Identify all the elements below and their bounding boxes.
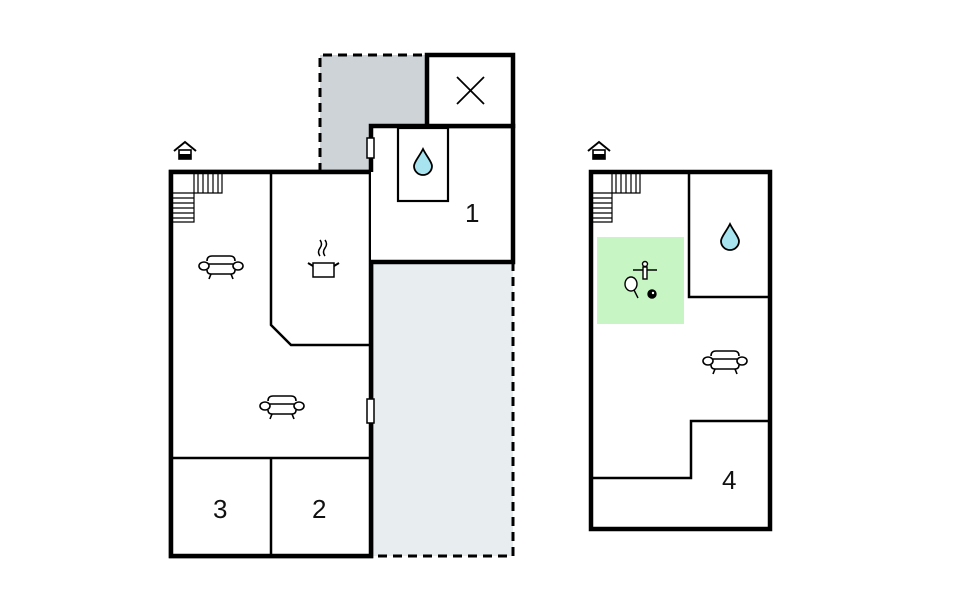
room-label-3: 3: [213, 494, 227, 524]
door-icon: [366, 398, 375, 424]
cooking-pot-icon: [307, 239, 340, 278]
game-area: [597, 237, 684, 324]
upper-floor-plan: 4: [587, 141, 773, 532]
room-label-4: 4: [722, 465, 736, 495]
stairs-icon: [593, 174, 641, 223]
room-label-2: 2: [312, 494, 326, 524]
ground-floor-plan: 1 3 2: [168, 52, 516, 559]
house-entrance-icon: [173, 141, 197, 160]
room-label-1: 1: [465, 198, 479, 228]
stairs-icon: [173, 174, 223, 223]
void-box: [424, 52, 516, 129]
door-icon: [366, 137, 375, 159]
terrace-right: [371, 262, 513, 556]
house-entrance-icon: [587, 141, 611, 160]
game-room-icon: [624, 260, 657, 299]
